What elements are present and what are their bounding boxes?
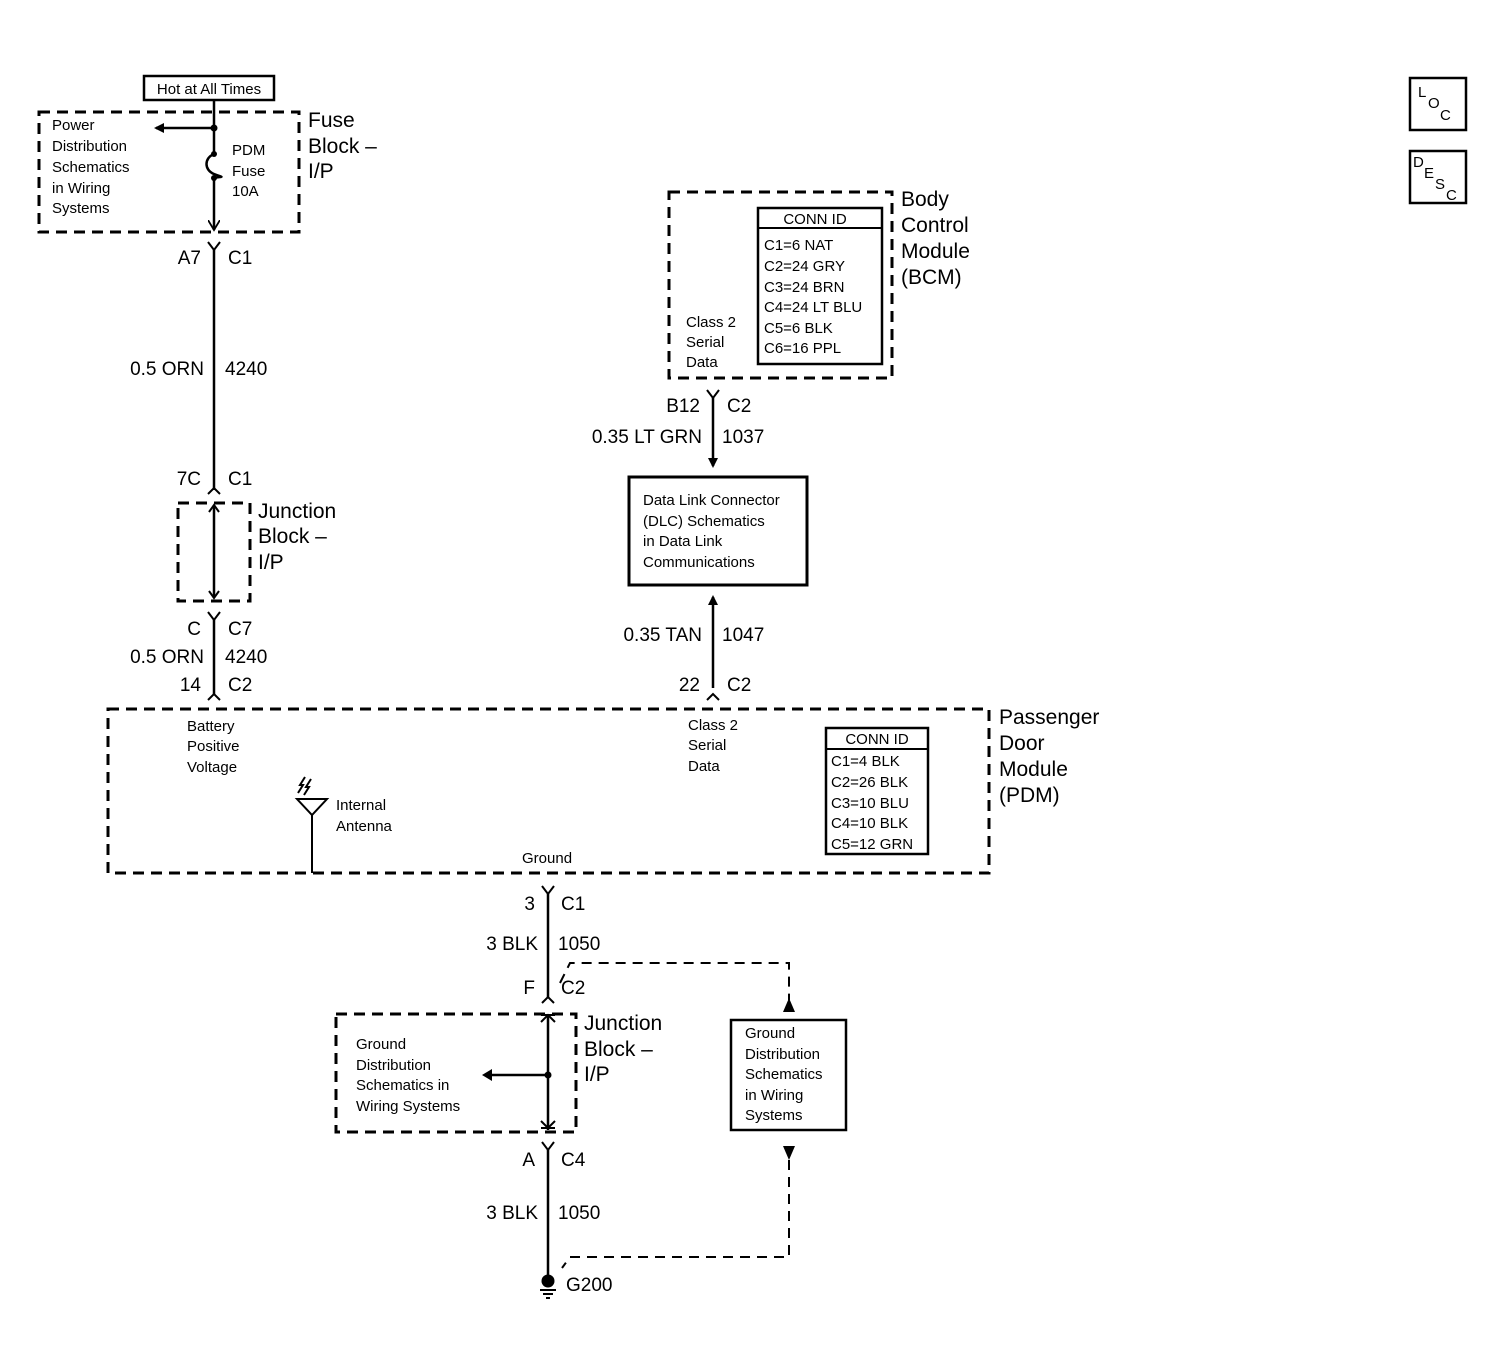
svg-text:S: S [1435,176,1445,193]
svg-text:A: A [522,1150,535,1171]
svg-text:Ground Distribution: Ground Distribution Schematics in Wiring… [745,1025,827,1124]
pdm-conn-id-list: C1=4 BLK C2=26 BLK C3=10 BLU C4=10 BLK C… [831,753,913,853]
bcm-conn-id-header: CONN ID [783,211,847,228]
svg-text:E: E [1424,165,1434,182]
fuse-symbol [205,152,223,180]
connector-a-c4: A C4 [522,1141,586,1171]
hot-at-all-times-label: Hot at All Times [142,74,276,102]
svg-text:C2: C2 [727,396,751,417]
wire-1050-bottom: 3 BLK 1050 [486,1150,600,1276]
svg-text:3 BLK: 3 BLK [486,1203,538,1224]
svg-text:0.5 ORN: 0.5 ORN [130,647,204,668]
svg-text:14: 14 [180,675,202,696]
connector-b12-c2: B12 C2 [666,389,751,417]
power-distribution-text: Power Distribution Schematics in Wiring … [52,117,134,217]
svg-text:0.35 TAN: 0.35 TAN [623,625,702,646]
connector-22-c2: 22 C2 [679,675,751,701]
connector-f-c2: F C2 [523,978,585,1004]
bcm-serial-data-text: Class 2 Serial Data [686,314,740,371]
svg-text:7C: 7C [177,469,201,490]
battery-positive-voltage-text: Battery Positive Voltage [187,718,244,776]
svg-text:1037: 1037 [722,427,764,448]
ground-icon [541,1274,555,1288]
location-button[interactable]: L O C [1408,76,1468,132]
svg-text:C: C [1446,187,1457,204]
svg-text:G200: G200 [566,1275,612,1296]
svg-text:C: C [1440,107,1451,124]
connector-a7-c1: A7 C1 [178,241,252,269]
svg-text:C7: C7 [228,619,252,640]
svg-text:3: 3 [524,894,535,915]
svg-text:22: 22 [679,675,700,696]
svg-text:D: D [1413,154,1424,171]
svg-text:C2: C2 [727,675,751,696]
wire-4240-bottom: 0.5 ORN 4240 [130,620,267,694]
junction-block-bottom: Ground Distribution Schematics in Wiring… [334,1012,668,1134]
junction-block-top: Junction Block – I/P [176,500,342,603]
fuse-block: Power Distribution Schematics in Wiring … [37,100,383,234]
svg-text:C4: C4 [561,1150,586,1171]
junction-block-top-title: Junction Block – I/P [258,500,342,574]
connector-14-c2: 14 C2 [180,675,252,701]
ground-g200: G200 [540,1274,612,1299]
ground-distribution-dashed-path [559,962,795,1269]
svg-text:0.35 LT GRN: 0.35 LT GRN [592,427,702,448]
pdm-fuse-text: PDM Fuse 10A [232,142,270,200]
wire-1047: 0.35 TAN 1047 [623,595,764,688]
antenna-icon [294,776,330,873]
passenger-door-module: Battery Positive Voltage Class 2 Serial … [106,706,1105,875]
svg-text:Data Link Connector (DLC: Data Link Connector (DLC) Schematics in … [643,492,784,571]
junction-block-bottom-title: Junction Block – I/P [584,1012,668,1086]
wire-4240-top: 0.5 ORN 4240 [130,250,267,490]
svg-text:C1: C1 [561,894,585,915]
internal-antenna-text: Internal Antenna [336,797,393,835]
svg-text:C1: C1 [228,248,252,269]
svg-text:1047: 1047 [722,625,764,646]
connector-7c-c1: 7C C1 [177,469,252,495]
svg-text:C: C [187,619,201,640]
body-control-module: CONN ID C1=6 NAT C2=24 GRY C3=24 BRN C4=… [667,188,976,380]
svg-text:Hot at All Times: Hot at All Times [157,81,261,98]
fuse-block-title: Fuse Block – I/P [308,109,383,183]
svg-text:O: O [1428,95,1440,112]
connector-3-c1: 3 C1 [524,885,585,915]
svg-text:C2: C2 [228,675,252,696]
pdm-serial-data-text: Class 2 Serial Data [688,717,742,775]
svg-text:0.5 ORN: 0.5 ORN [130,359,204,380]
wire-1050-top: 3 BLK 1050 [486,894,600,998]
pdm-title: Passenger Door Module (PDM) [999,706,1105,807]
pdm-ground-text: Ground [522,850,572,867]
svg-text:C2: C2 [561,978,585,999]
svg-text:A7: A7 [178,248,201,269]
svg-text:1050: 1050 [558,934,600,955]
svg-text:B12: B12 [666,396,700,417]
bcm-title: Body Control Module (BCM) [901,188,976,289]
svg-text:C1: C1 [228,469,252,490]
ground-distribution-box: Ground Distribution Schematics in Wiring… [729,1018,848,1132]
ground-distribution-text: Ground Distribution Schematics in Wiring… [356,1036,460,1115]
wire-1037: 0.35 LT GRN 1037 [592,398,764,468]
svg-text:3 BLK: 3 BLK [486,934,538,955]
svg-text:4240: 4240 [225,359,267,380]
svg-text:4240: 4240 [225,647,267,668]
description-button[interactable]: D E S C [1408,149,1468,205]
connector-c-c7: C C7 [187,611,252,640]
data-link-connector-box: Data Link Connector (DLC) Schematics in … [627,475,809,587]
svg-text:1050: 1050 [558,1203,600,1224]
pdm-conn-id-header: CONN ID [845,731,909,748]
svg-text:F: F [523,978,535,999]
svg-text:L: L [1418,84,1426,101]
bcm-conn-id-list: C1=6 NAT C2=24 GRY C3=24 BRN C4=24 LT BL… [764,237,866,357]
